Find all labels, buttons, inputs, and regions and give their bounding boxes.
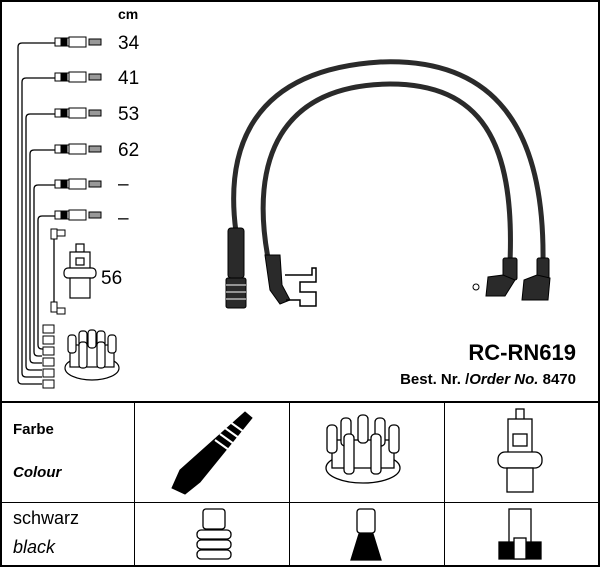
order-number-line: Best. Nr. /Order No. 8470 <box>400 371 576 388</box>
schematic-wire-6 <box>37 215 55 350</box>
unit-label: cm <box>118 6 139 22</box>
colour-value-de: schwarz <box>13 508 80 528</box>
colour-value-en: black <box>13 537 56 557</box>
schematic-wire-4 <box>29 149 55 364</box>
cable-length-3: 53 <box>118 104 140 125</box>
product-model: RC-RN619 <box>468 340 576 365</box>
cable-illustration <box>231 59 546 265</box>
order-label-en: Order No. <box>469 371 539 388</box>
order-separator: / <box>465 371 470 388</box>
cable-length-4: 62 <box>118 140 140 161</box>
coil-cable-length: 56 <box>101 268 123 289</box>
schematic-coil-icon <box>63 243 97 299</box>
cable-length-6: – <box>118 208 129 229</box>
cable-long <box>231 59 546 265</box>
header-colour-de: Farbe <box>13 421 54 438</box>
cable-short <box>260 81 513 265</box>
cable-boots <box>225 227 551 309</box>
distributor-cap-icon <box>325 414 401 484</box>
order-number: 8470 <box>542 371 576 388</box>
cable-length-2: 41 <box>118 68 140 89</box>
distributor-boot-icon <box>350 508 382 561</box>
schematic-wire-5 <box>33 184 55 357</box>
cable-length-5: – <box>118 174 129 195</box>
schematic-wire-1 <box>17 42 55 385</box>
table-row-divider <box>0 502 600 503</box>
table-col-divider-2 <box>289 402 290 565</box>
table-col-divider-3 <box>444 402 445 565</box>
schematic-wire-3 <box>25 113 55 371</box>
ignition-coil-icon <box>497 408 543 493</box>
table-top-border <box>0 401 600 403</box>
spark-plug-icon <box>171 411 253 495</box>
header-colour-en: Colour <box>13 464 62 481</box>
coil-boot-icon <box>498 508 542 560</box>
schematic-connectors <box>42 36 102 389</box>
cable-length-1: 34 <box>118 33 140 54</box>
table-col-divider-1 <box>134 402 135 565</box>
order-label-de: Best. Nr. <box>400 371 461 388</box>
spark-plug-boot-icon <box>196 508 232 560</box>
schematic-distributor-icon <box>64 329 120 381</box>
schematic-wire-2 <box>21 77 55 378</box>
